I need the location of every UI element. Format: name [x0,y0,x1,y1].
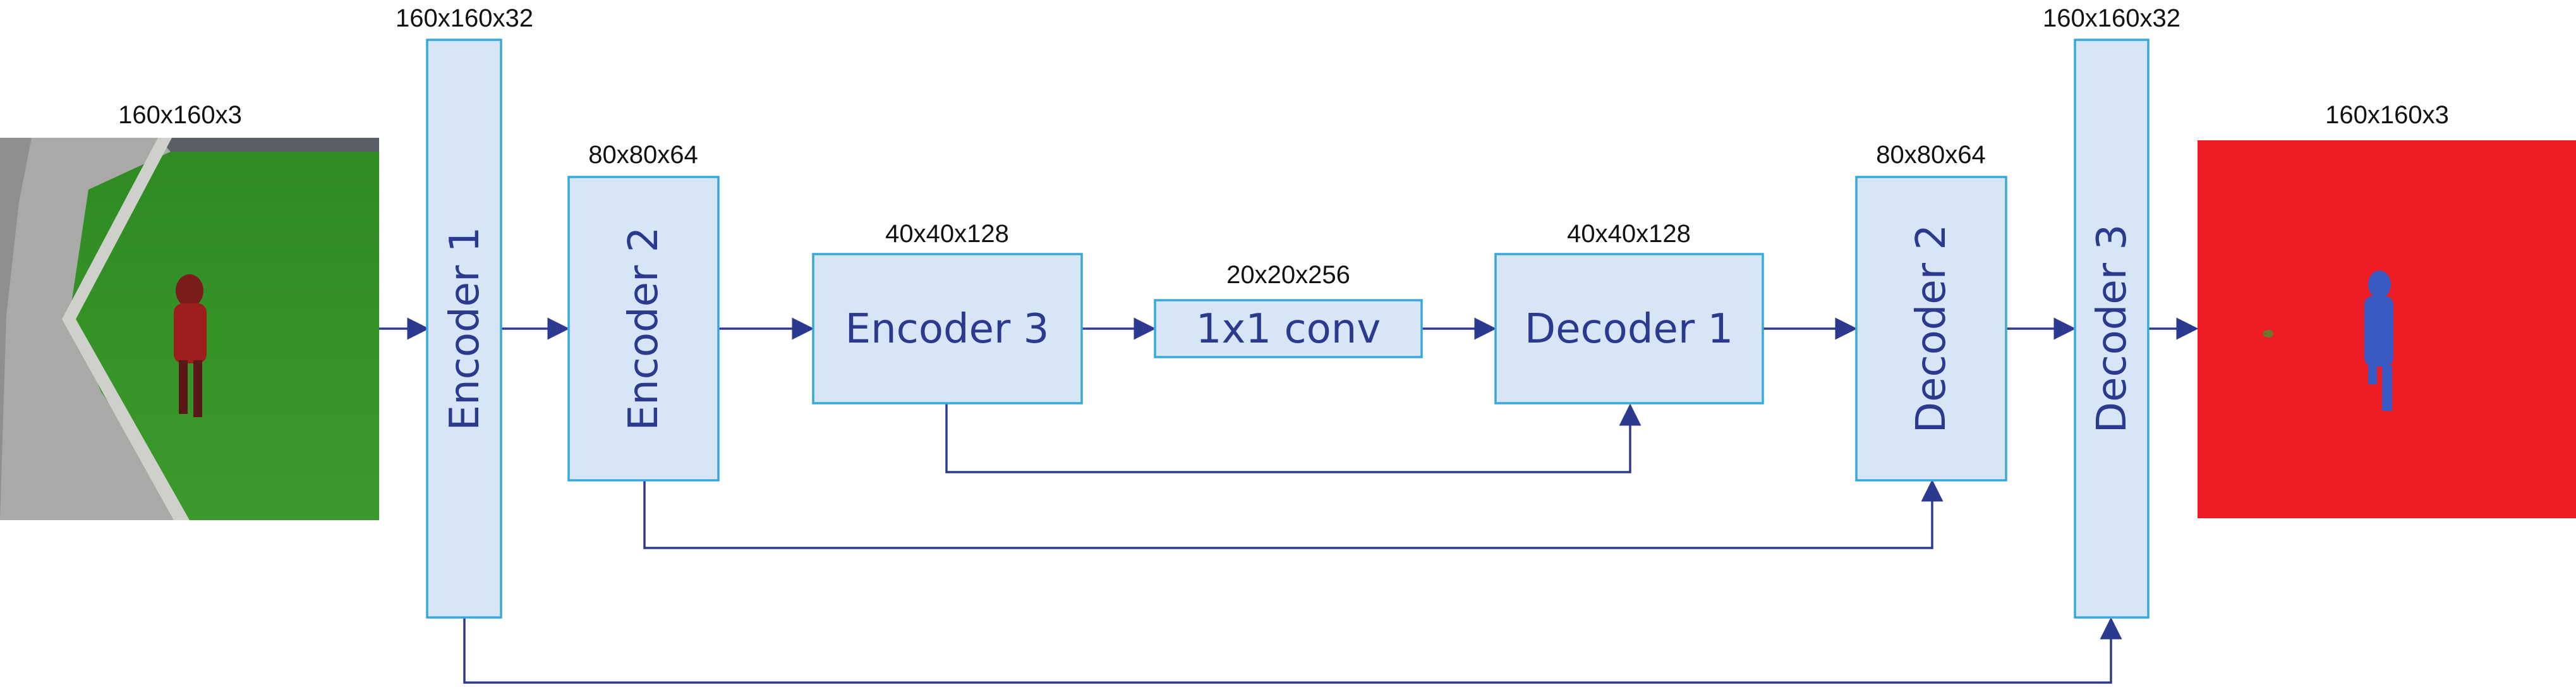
encoder3-label: Encoder 3 [845,306,1049,353]
decoder3-label: Decoder 3 [2089,224,2136,433]
decoder3-dims: 160x160x32 [2043,4,2180,32]
conv1x1-block: 1x1 conv [1154,299,1423,358]
mask-person [2364,271,2393,411]
skip-encoder3-to-decoder1 [945,403,1642,473]
skip-encoder1-to-decoder3 [463,617,2122,684]
output-mask [2198,140,2576,518]
encoder3-dims: 40x40x128 [885,220,1009,248]
decoder2-dims: 80x80x64 [1876,141,1985,169]
skip-encoder2-to-decoder2 [643,479,1944,549]
decoder1-dims: 40x40x128 [1567,220,1691,248]
encoder2-block: Encoder 2 [567,176,720,482]
encoder3-block: Encoder 3 [812,253,1083,404]
encoder1-label: Encoder 1 [442,227,488,431]
decoder3-block: Decoder 3 [2074,39,2150,619]
decoder1-block: Decoder 1 [1494,253,1764,404]
input-image [0,138,379,520]
pedestrian-figure [174,274,207,417]
mask-blob [2263,330,2273,337]
decoder2-label: Decoder 2 [1908,224,1955,433]
decoder2-block: Decoder 2 [1855,176,2007,482]
encoder2-label: Encoder 2 [620,227,667,431]
decoder1-label: Decoder 1 [1525,306,1733,353]
conv1x1-dims: 20x20x256 [1226,261,1350,289]
encoder1-dims: 160x160x32 [396,4,533,32]
input-dims: 160x160x3 [118,101,242,129]
encoder2-dims: 80x80x64 [588,141,698,169]
encoder1-block: Encoder 1 [426,39,502,619]
skip-connections [463,403,2122,684]
output-dims: 160x160x3 [2325,101,2449,129]
conv1x1-label: 1x1 conv [1196,306,1381,353]
